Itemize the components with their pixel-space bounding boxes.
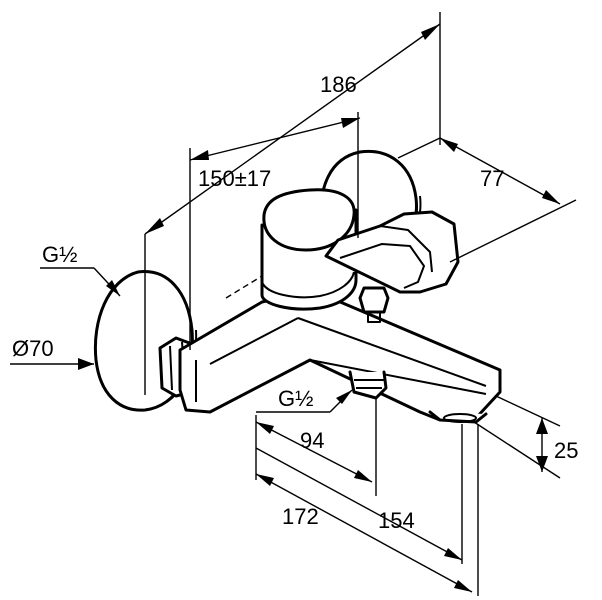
dim-label-g-half-wall: G½: [42, 242, 77, 267]
dim-label-172: 172: [282, 504, 319, 529]
handle-cap: [262, 188, 356, 252]
dimension-77: 77: [397, 137, 577, 263]
dim-label-diameter-70: Ø70: [12, 336, 54, 361]
label-g-half-wall: G½: [40, 242, 121, 297]
dim-label-154: 154: [378, 508, 415, 533]
dimension-150: 150±17: [189, 112, 361, 350]
label-diameter-70: Ø70: [10, 336, 94, 370]
diverter-knob: [358, 286, 390, 323]
dimension-25: 25: [473, 395, 578, 479]
dimension-154: 154: [255, 424, 463, 564]
label-g-half-outlet: G½: [256, 386, 353, 413]
dim-label-186: 186: [320, 72, 357, 97]
dimension-186: 186: [144, 12, 441, 395]
spout-outlet: [428, 410, 488, 424]
dim-label-77: 77: [480, 166, 504, 191]
dim-label-94: 94: [300, 428, 324, 453]
dimension-94: 94: [255, 398, 377, 496]
outlet-thread: [348, 370, 388, 400]
dim-label-25: 25: [554, 438, 578, 463]
lever-handle: [324, 210, 460, 294]
dimension-172: 172: [255, 415, 479, 596]
dim-label-150: 150±17: [198, 166, 271, 191]
faucet-body: [93, 149, 502, 424]
dim-label-g-half-outlet: G½: [278, 386, 313, 411]
